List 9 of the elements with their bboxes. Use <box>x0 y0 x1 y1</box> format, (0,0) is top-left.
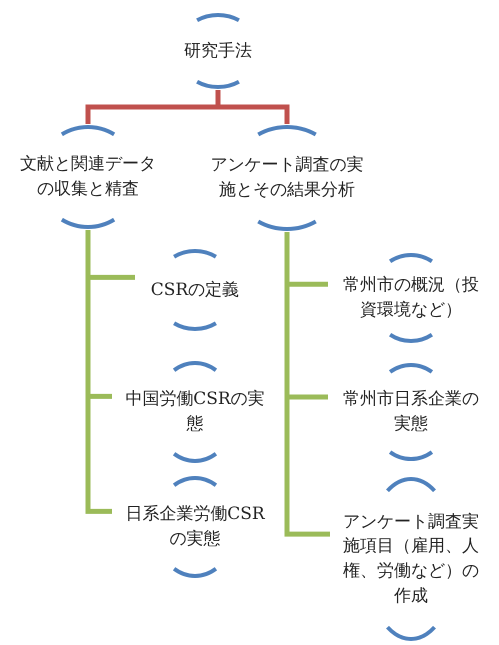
node-text: 常州市日系企業の実態 <box>342 388 480 436</box>
node-text: アンケート調査実施項目（雇用、人権、労働など）の作成 <box>342 510 480 608</box>
node-text: 中国労働CSRの実態 <box>124 388 266 436</box>
node-text: 常州市の概況（投資環境など） <box>342 274 480 322</box>
node-text: アンケート調査の実施とその結果分析 <box>210 154 364 202</box>
node-text: 日系企業労働CSRの実態 <box>124 503 266 551</box>
node-text: 文献と関連データの収集と精査 <box>19 153 157 201</box>
node-text: 研究手法 <box>184 40 252 63</box>
node-text: CSRの定義 <box>150 278 240 302</box>
